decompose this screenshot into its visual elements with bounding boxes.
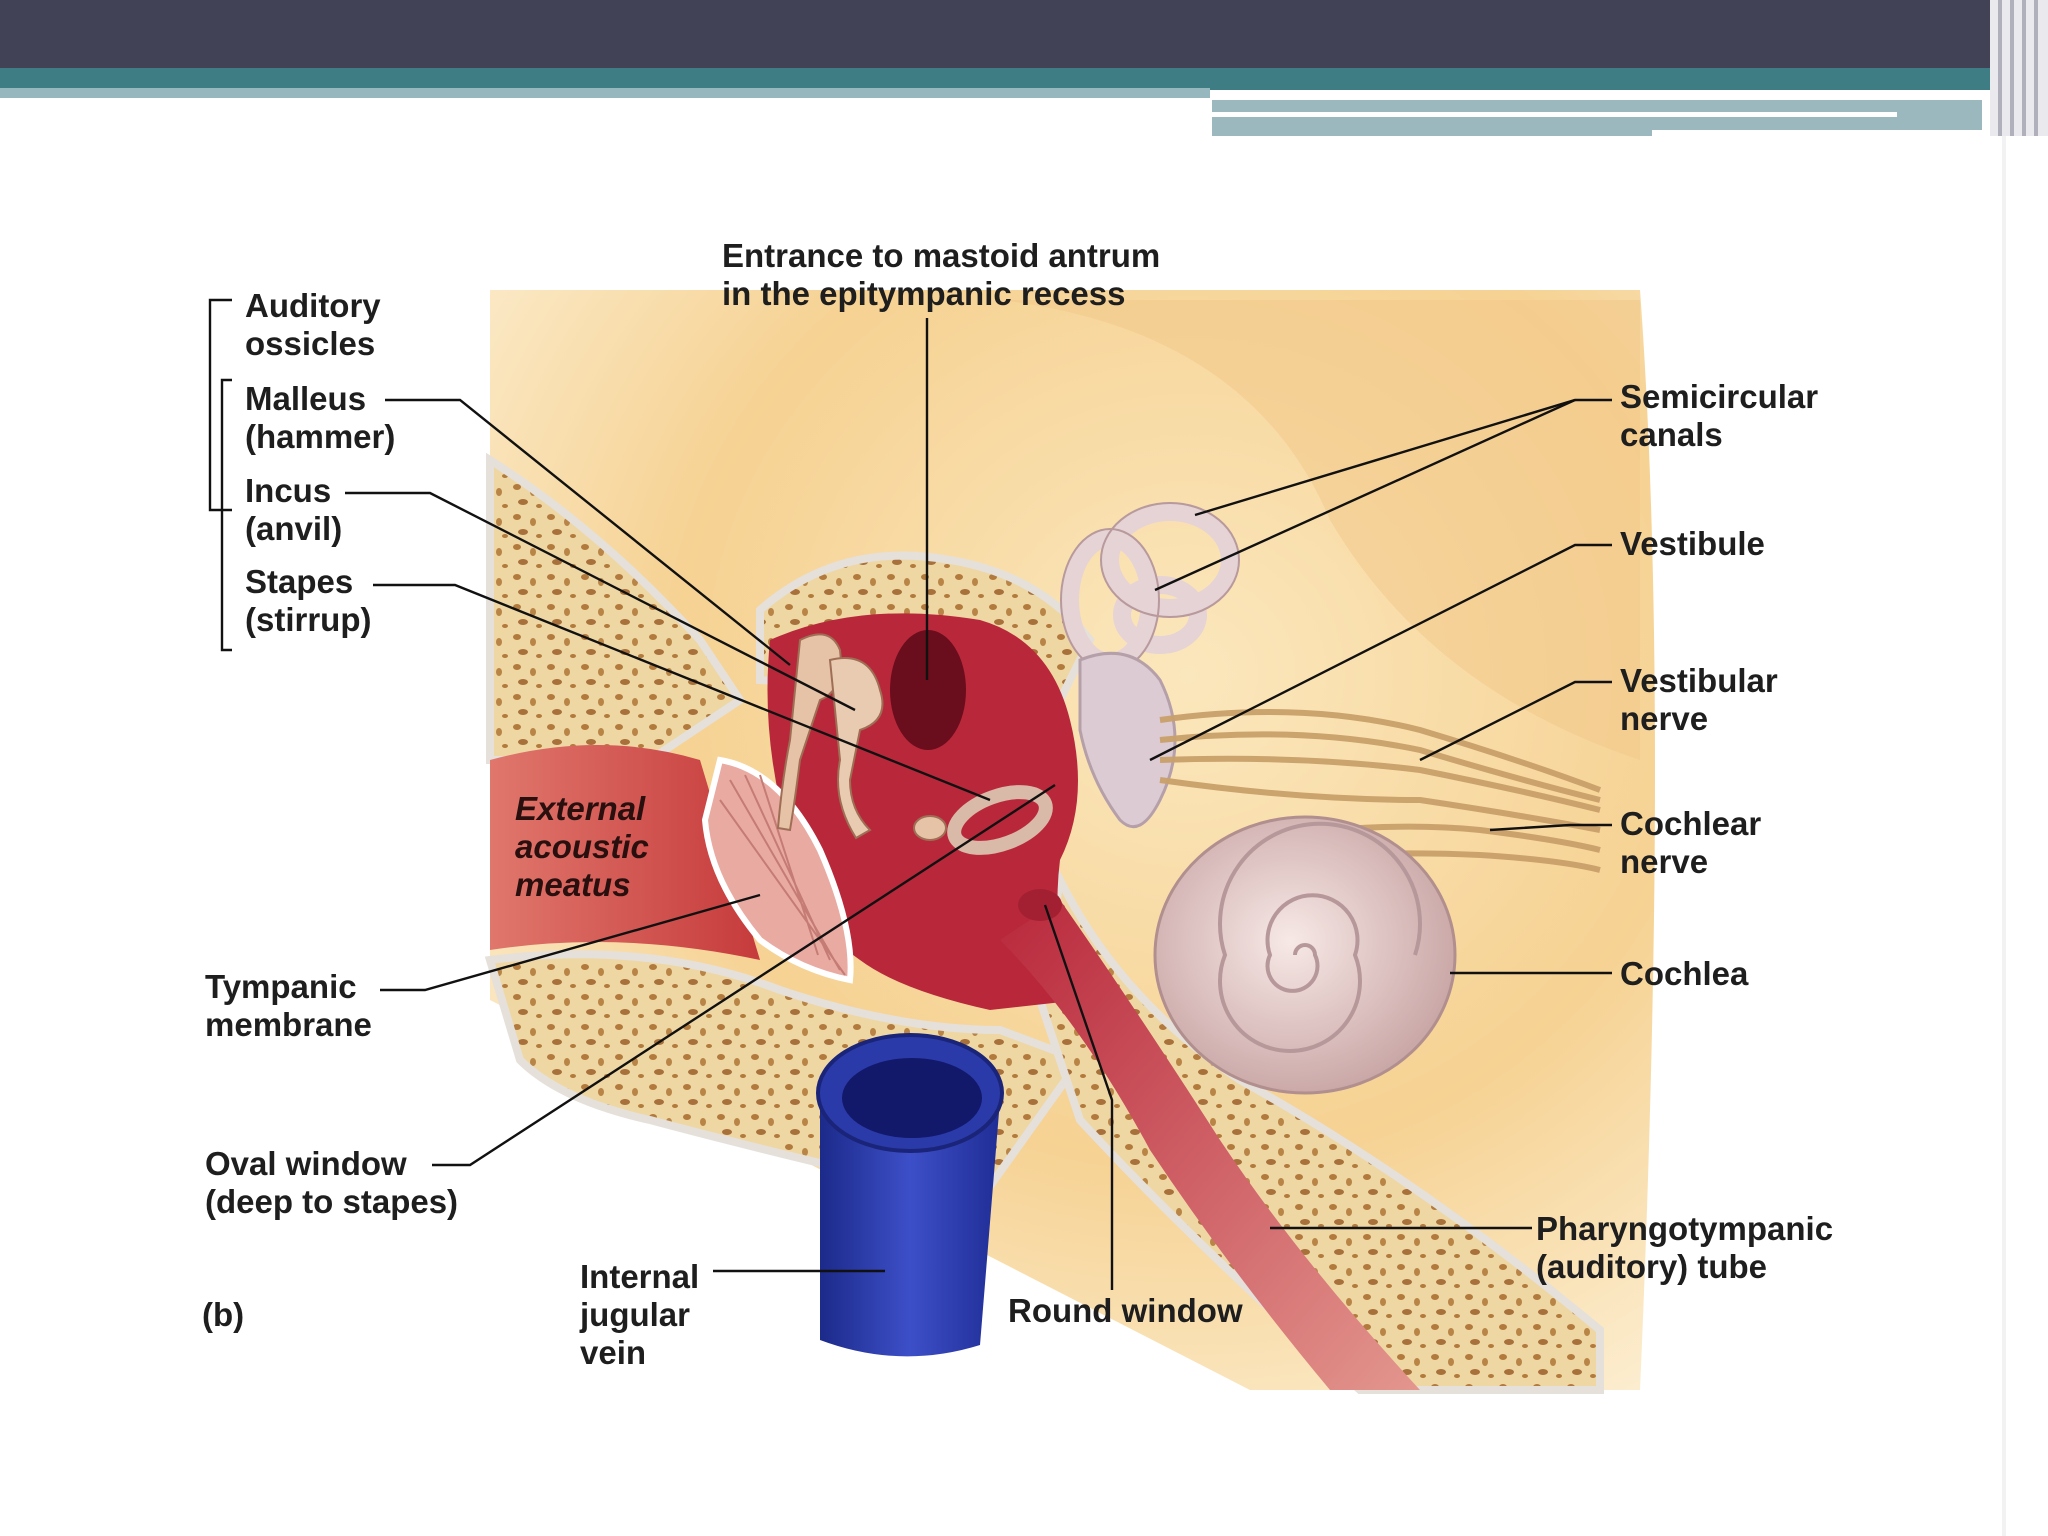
slide-accent-stripe-light	[0, 88, 1210, 98]
mastoid-antrum-entrance	[890, 630, 966, 750]
label-cochlea: Cochlea	[1620, 955, 1749, 992]
label-tympanic-membrane: Tympanic membrane	[205, 968, 372, 1043]
malleus	[776, 633, 842, 832]
label-cochlear-nerve: Cochlear nerve	[1620, 805, 1762, 880]
label-pharyngotympanic-tube: Pharyngotympanic (auditory) tube	[1536, 1210, 1834, 1285]
external-acoustic-meatus	[490, 745, 760, 960]
label-vestibular-nerve: Vestibular nerve	[1620, 662, 1778, 737]
slide-title-bar	[0, 0, 1990, 68]
label-oval-window: Oval window (deep to stapes)	[205, 1145, 459, 1220]
stapes	[947, 785, 1053, 855]
label-malleus: Malleus (hammer)	[245, 380, 396, 455]
slide-accent-stripe	[0, 68, 2000, 90]
internal-jugular-vein	[816, 1033, 1004, 1357]
label-mastoid-antrum: Entrance to mastoid antrum in the epitym…	[722, 237, 1161, 312]
round-window	[1018, 889, 1062, 921]
label-round-window: Round window	[1008, 1292, 1243, 1329]
slide-accent-line-short	[1652, 130, 1992, 136]
cochlea	[1153, 815, 1457, 1095]
label-stapes: Stapes (stirrup)	[245, 563, 372, 638]
label-semicircular-canals: Semicircular canals	[1620, 378, 1819, 453]
label-incus: Incus (anvil)	[245, 472, 343, 547]
slide-corner-decoration	[1990, 0, 2048, 136]
slide-edge	[2002, 136, 2006, 1536]
slide-accent-line	[1212, 112, 1897, 117]
label-auditory-ossicles: Auditory ossicles	[245, 287, 381, 362]
label-vestibule: Vestibule	[1620, 525, 1765, 562]
label-internal-jugular-vein: Internal jugular vein	[580, 1258, 700, 1371]
pharyngotympanic-tube	[1000, 900, 1420, 1390]
panel-tag: (b)	[202, 1296, 245, 1333]
label-external-acoustic-meatus: External acoustic meatus	[515, 790, 649, 903]
leader-lines	[208, 298, 1612, 1290]
vestibule	[1078, 651, 1177, 829]
upper-bone	[486, 452, 746, 764]
